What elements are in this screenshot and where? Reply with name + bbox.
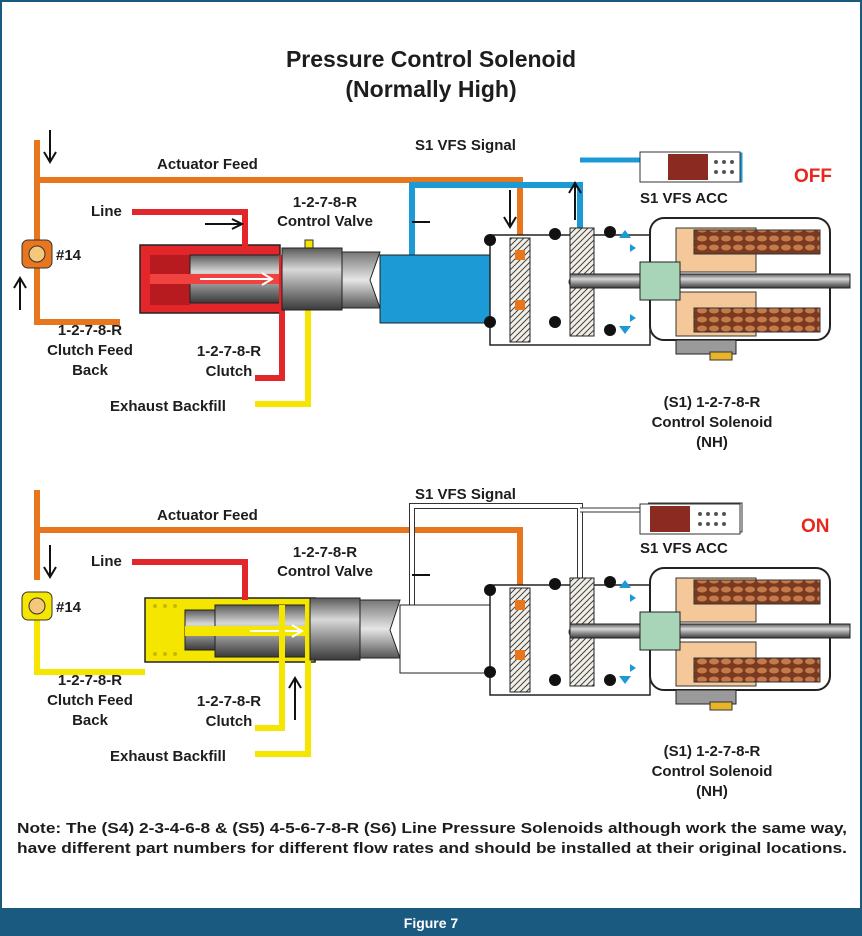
label-line: Line <box>91 203 122 220</box>
label-clutch-feed-back-3: Back <box>72 712 109 729</box>
label-clutch-feed-back-1: 1-2-7-8-R <box>58 672 122 689</box>
label-actuator-feed: Actuator Feed <box>157 507 258 524</box>
diagram-title: Pressure Control Solenoid <box>286 46 576 72</box>
label-clutch-1: 1-2-7-8-R <box>197 343 261 360</box>
label-control-valve-2: Control Valve <box>277 563 373 580</box>
label-solenoid-1: (S1) 1-2-7-8-R <box>664 743 761 760</box>
label-solenoid-1: (S1) 1-2-7-8-R <box>664 394 761 411</box>
label-solenoid-2: Control Solenoid <box>652 414 773 431</box>
label-exhaust-backfill: Exhaust Backfill <box>110 748 226 765</box>
label-line: Line <box>91 553 122 570</box>
label-solenoid-3: (NH) <box>696 783 728 800</box>
label-clutch-feed-back-3: Back <box>72 362 109 379</box>
label-s1-vfs-signal: S1 VFS Signal <box>415 137 516 154</box>
note-line-2: have different part numbers for differen… <box>17 840 847 857</box>
label-check-ball: #14 <box>56 247 82 264</box>
label-clutch-2: Clutch <box>206 363 253 380</box>
label-s1-vfs-acc: S1 VFS ACC <box>640 190 728 207</box>
diagram-subtitle: (Normally High) <box>345 76 516 102</box>
label-control-valve-2: Control Valve <box>277 213 373 230</box>
label-control-valve-1: 1-2-7-8-R <box>293 194 357 211</box>
state-off: OFF <box>794 166 832 187</box>
label-clutch-2: Clutch <box>206 713 253 730</box>
figure-caption: Figure 7 <box>0 910 862 936</box>
label-control-valve-1: 1-2-7-8-R <box>293 544 357 561</box>
note-line-1: Note: The (S4) 2-3-4-6-8 & (S5) 4-5-6-7-… <box>17 820 847 837</box>
panel-off <box>13 130 851 407</box>
label-clutch-feed-back-2: Clutch Feed <box>47 342 133 359</box>
label-s1-vfs-signal: S1 VFS Signal <box>415 486 516 503</box>
label-clutch-1: 1-2-7-8-R <box>197 693 261 710</box>
label-solenoid-2: Control Solenoid <box>652 763 773 780</box>
panel-on-labels: S1 VFS Signal Actuator Feed Line 1-2-7-8… <box>47 486 829 800</box>
panel-off-labels: S1 VFS Signal Actuator Feed Line 1-2-7-8… <box>47 137 832 451</box>
label-actuator-feed: Actuator Feed <box>157 156 258 173</box>
label-clutch-feed-back-2: Clutch Feed <box>47 692 133 709</box>
label-solenoid-3: (NH) <box>696 434 728 451</box>
label-exhaust-backfill: Exhaust Backfill <box>110 398 226 415</box>
label-check-ball: #14 <box>56 599 82 616</box>
diagram-canvas: Pressure Control Solenoid (Normally High… <box>13 46 851 857</box>
label-clutch-feed-back-1: 1-2-7-8-R <box>58 322 122 339</box>
label-s1-vfs-acc: S1 VFS ACC <box>640 540 728 557</box>
panel-on <box>21 490 851 757</box>
state-on: ON <box>801 516 830 537</box>
